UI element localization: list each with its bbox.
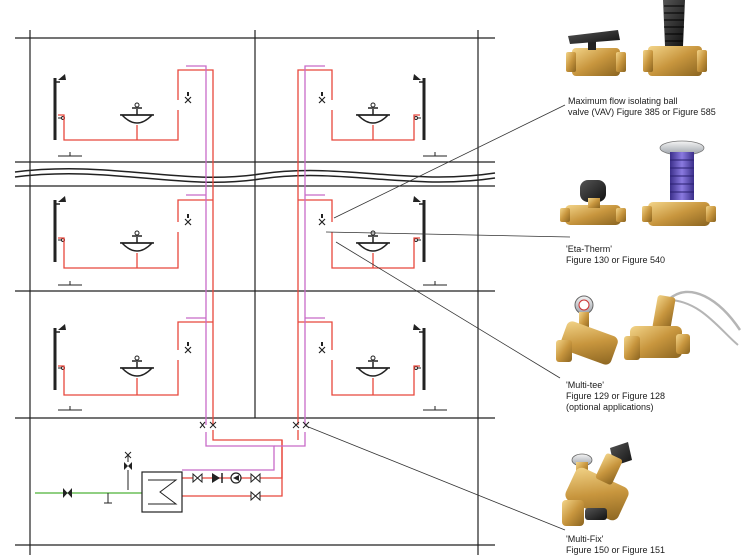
floor-1-fixtures bbox=[53, 72, 448, 157]
caption-multi-fix: 'Multi-Fix' Figure 150 or Figure 151 bbox=[566, 534, 666, 555]
cold-inlet-valve-icon bbox=[63, 488, 72, 498]
building-outline bbox=[15, 30, 495, 555]
floor-3-fixtures bbox=[53, 322, 448, 411]
pump-set bbox=[192, 472, 261, 502]
circulation-return-pipes bbox=[182, 65, 325, 471]
caption-eta-therm: 'Eta-Therm' Figure 130 or Figure 540 bbox=[566, 244, 666, 265]
hot-water-supply-pipes bbox=[58, 69, 420, 497]
safety-valve-icon bbox=[124, 462, 132, 470]
isolating-valve-icon bbox=[192, 472, 203, 484]
caption-ball-valve: Maximum flow isolating ball valve (VAV) … bbox=[568, 96, 716, 117]
isolating-valve-icon bbox=[250, 490, 261, 502]
riser-base-valves bbox=[199, 421, 310, 429]
floor-2-fixtures bbox=[53, 194, 448, 286]
check-valve-icon bbox=[212, 473, 220, 483]
isolating-valve-icon bbox=[250, 472, 261, 484]
cold-water-main bbox=[35, 488, 142, 504]
ball-valve-icon bbox=[566, 0, 707, 76]
caption-multi-tee: 'Multi-tee' Figure 129 or Figure 128 (op… bbox=[566, 380, 666, 412]
leader-lines bbox=[305, 104, 571, 531]
calorifier bbox=[124, 451, 183, 513]
multi-fix-valve-icon bbox=[562, 442, 632, 526]
multi-tee-valve-icon bbox=[556, 290, 742, 365]
thermostatic-valve-icon bbox=[560, 140, 716, 226]
